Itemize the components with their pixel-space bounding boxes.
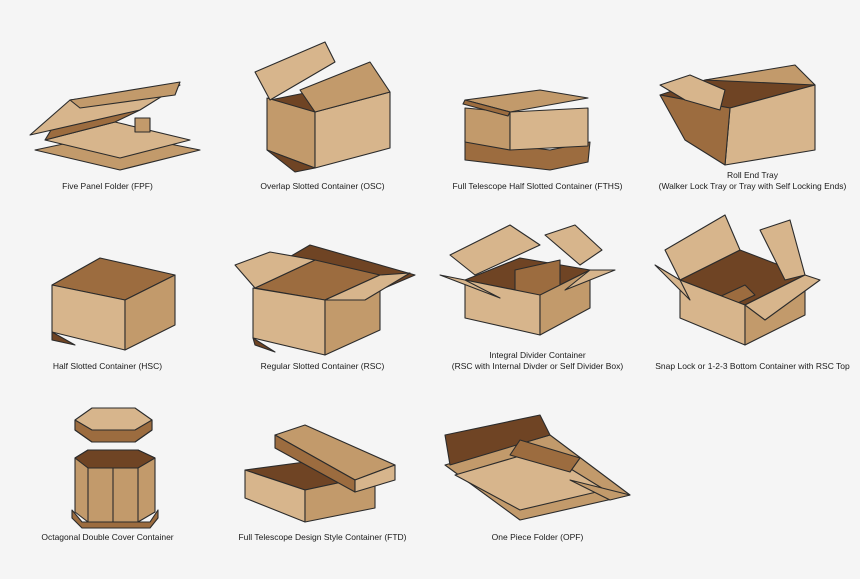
box-five-panel-folder: Five Panel Folder (FPF) — [0, 0, 215, 191]
caption: Full Telescope Design Style Container (F… — [238, 532, 407, 542]
box-full-telescope-half-slotted: Full Telescope Half Slotted Container (F… — [430, 0, 645, 191]
caption: Half Slotted Container (HSC) — [52, 361, 163, 371]
box-roll-end-tray: Roll End Tray (Walker Lock Tray or Tray … — [645, 0, 860, 191]
box-octagonal-double-cover: Octagonal Double Cover Container — [0, 380, 215, 570]
caption: Overlap Slotted Container (OSC) — [260, 181, 385, 191]
caption: Integral Divider Container (RSC with Int… — [451, 350, 624, 371]
box-integral-divider-container: Integral Divider Container (RSC with Int… — [430, 190, 645, 380]
fths-illustration — [462, 89, 591, 171]
five-panel-folder-illustration — [29, 81, 201, 171]
caption: Full Telescope Half Slotted Container (F… — [452, 181, 623, 191]
box-overlap-slotted-container: Overlap Slotted Container (OSC) — [215, 0, 430, 191]
snap-lock-illustration — [654, 214, 821, 346]
hsc-illustration — [51, 257, 176, 351]
ftd-illustration — [244, 424, 396, 523]
rsc-illustration — [234, 244, 416, 356]
caption: Snap Lock or 1-2-3 Bottom Container with… — [655, 361, 850, 371]
roll-end-tray-illustration — [659, 64, 816, 166]
caption: One Piece Folder (OPF) — [491, 532, 584, 542]
octagonal-container-illustration — [71, 407, 159, 529]
box-full-telescope-design: Full Telescope Design Style Container (F… — [215, 380, 430, 570]
box-half-slotted-container: Half Slotted Container (HSC) — [0, 190, 215, 380]
caption: Regular Slotted Container (RSC) — [260, 361, 385, 371]
caption: Octagonal Double Cover Container — [41, 532, 174, 542]
overlap-slotted-container-illustration — [254, 41, 391, 173]
caption: Roll End Tray (Walker Lock Tray or Tray … — [658, 170, 847, 191]
box-snap-lock-bottom: Snap Lock or 1-2-3 Bottom Container with… — [645, 190, 860, 380]
integral-divider-illustration — [439, 224, 616, 336]
box-one-piece-folder: One Piece Folder (OPF) — [430, 380, 645, 570]
caption: Five Panel Folder (FPF) — [62, 181, 153, 191]
box-regular-slotted-container: Regular Slotted Container (RSC) — [215, 190, 430, 380]
opf-illustration — [444, 414, 631, 521]
